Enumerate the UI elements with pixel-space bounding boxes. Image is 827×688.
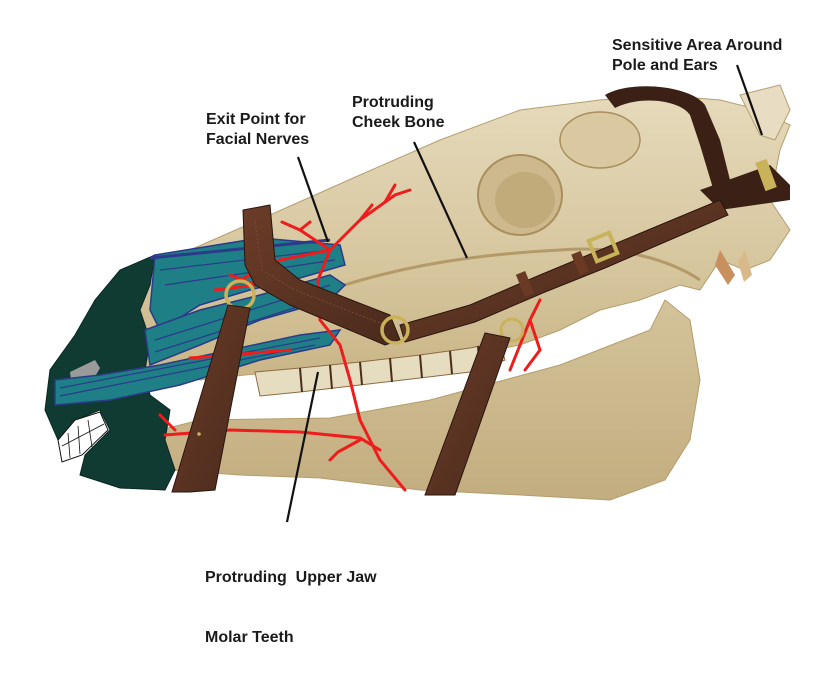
- label-cheek-bone: Protruding Cheek Bone: [352, 93, 444, 133]
- label-line: Protruding: [352, 94, 434, 111]
- label-line: Sensitive Area Around: [612, 37, 783, 54]
- bridle-cheekpiece: [399, 199, 729, 343]
- label-line: Cheek Bone: [352, 114, 445, 131]
- label-exit-point: Exit Point for Facial Nerves: [206, 110, 309, 150]
- muzzle-overlay: [44, 254, 176, 491]
- bridle-headpiece: [605, 86, 790, 210]
- label-line: Pole and Ears: [612, 57, 718, 74]
- leader-line-exit-point: [296, 156, 330, 243]
- diagram-illustration: [44, 64, 791, 523]
- label-molar-teeth: Protruding Upper Jaw Molar Teeth: [205, 528, 377, 688]
- bridle-lower-straps: [171, 304, 511, 496]
- leader-line-sensitive-area: [735, 64, 764, 136]
- label-line: Molar Teeth: [205, 629, 294, 646]
- bridle-noseband: [224, 204, 525, 346]
- label-line: Exit Point for: [206, 111, 306, 128]
- label-line: Facial Nerves: [206, 131, 310, 148]
- leader-line-molar-teeth: [285, 371, 320, 523]
- leader-line-cheek-bone: [412, 141, 469, 259]
- label-line: Protruding Upper Jaw: [205, 569, 377, 586]
- label-sensitive-area: Sensitive Area Around Pole and Ears: [612, 36, 782, 76]
- leader-lines: [285, 64, 764, 523]
- upper-molar-teeth: [254, 341, 506, 397]
- horse-skull-bridle-diagram: Sensitive Area Around Pole and Ears Exit…: [44, 36, 791, 646]
